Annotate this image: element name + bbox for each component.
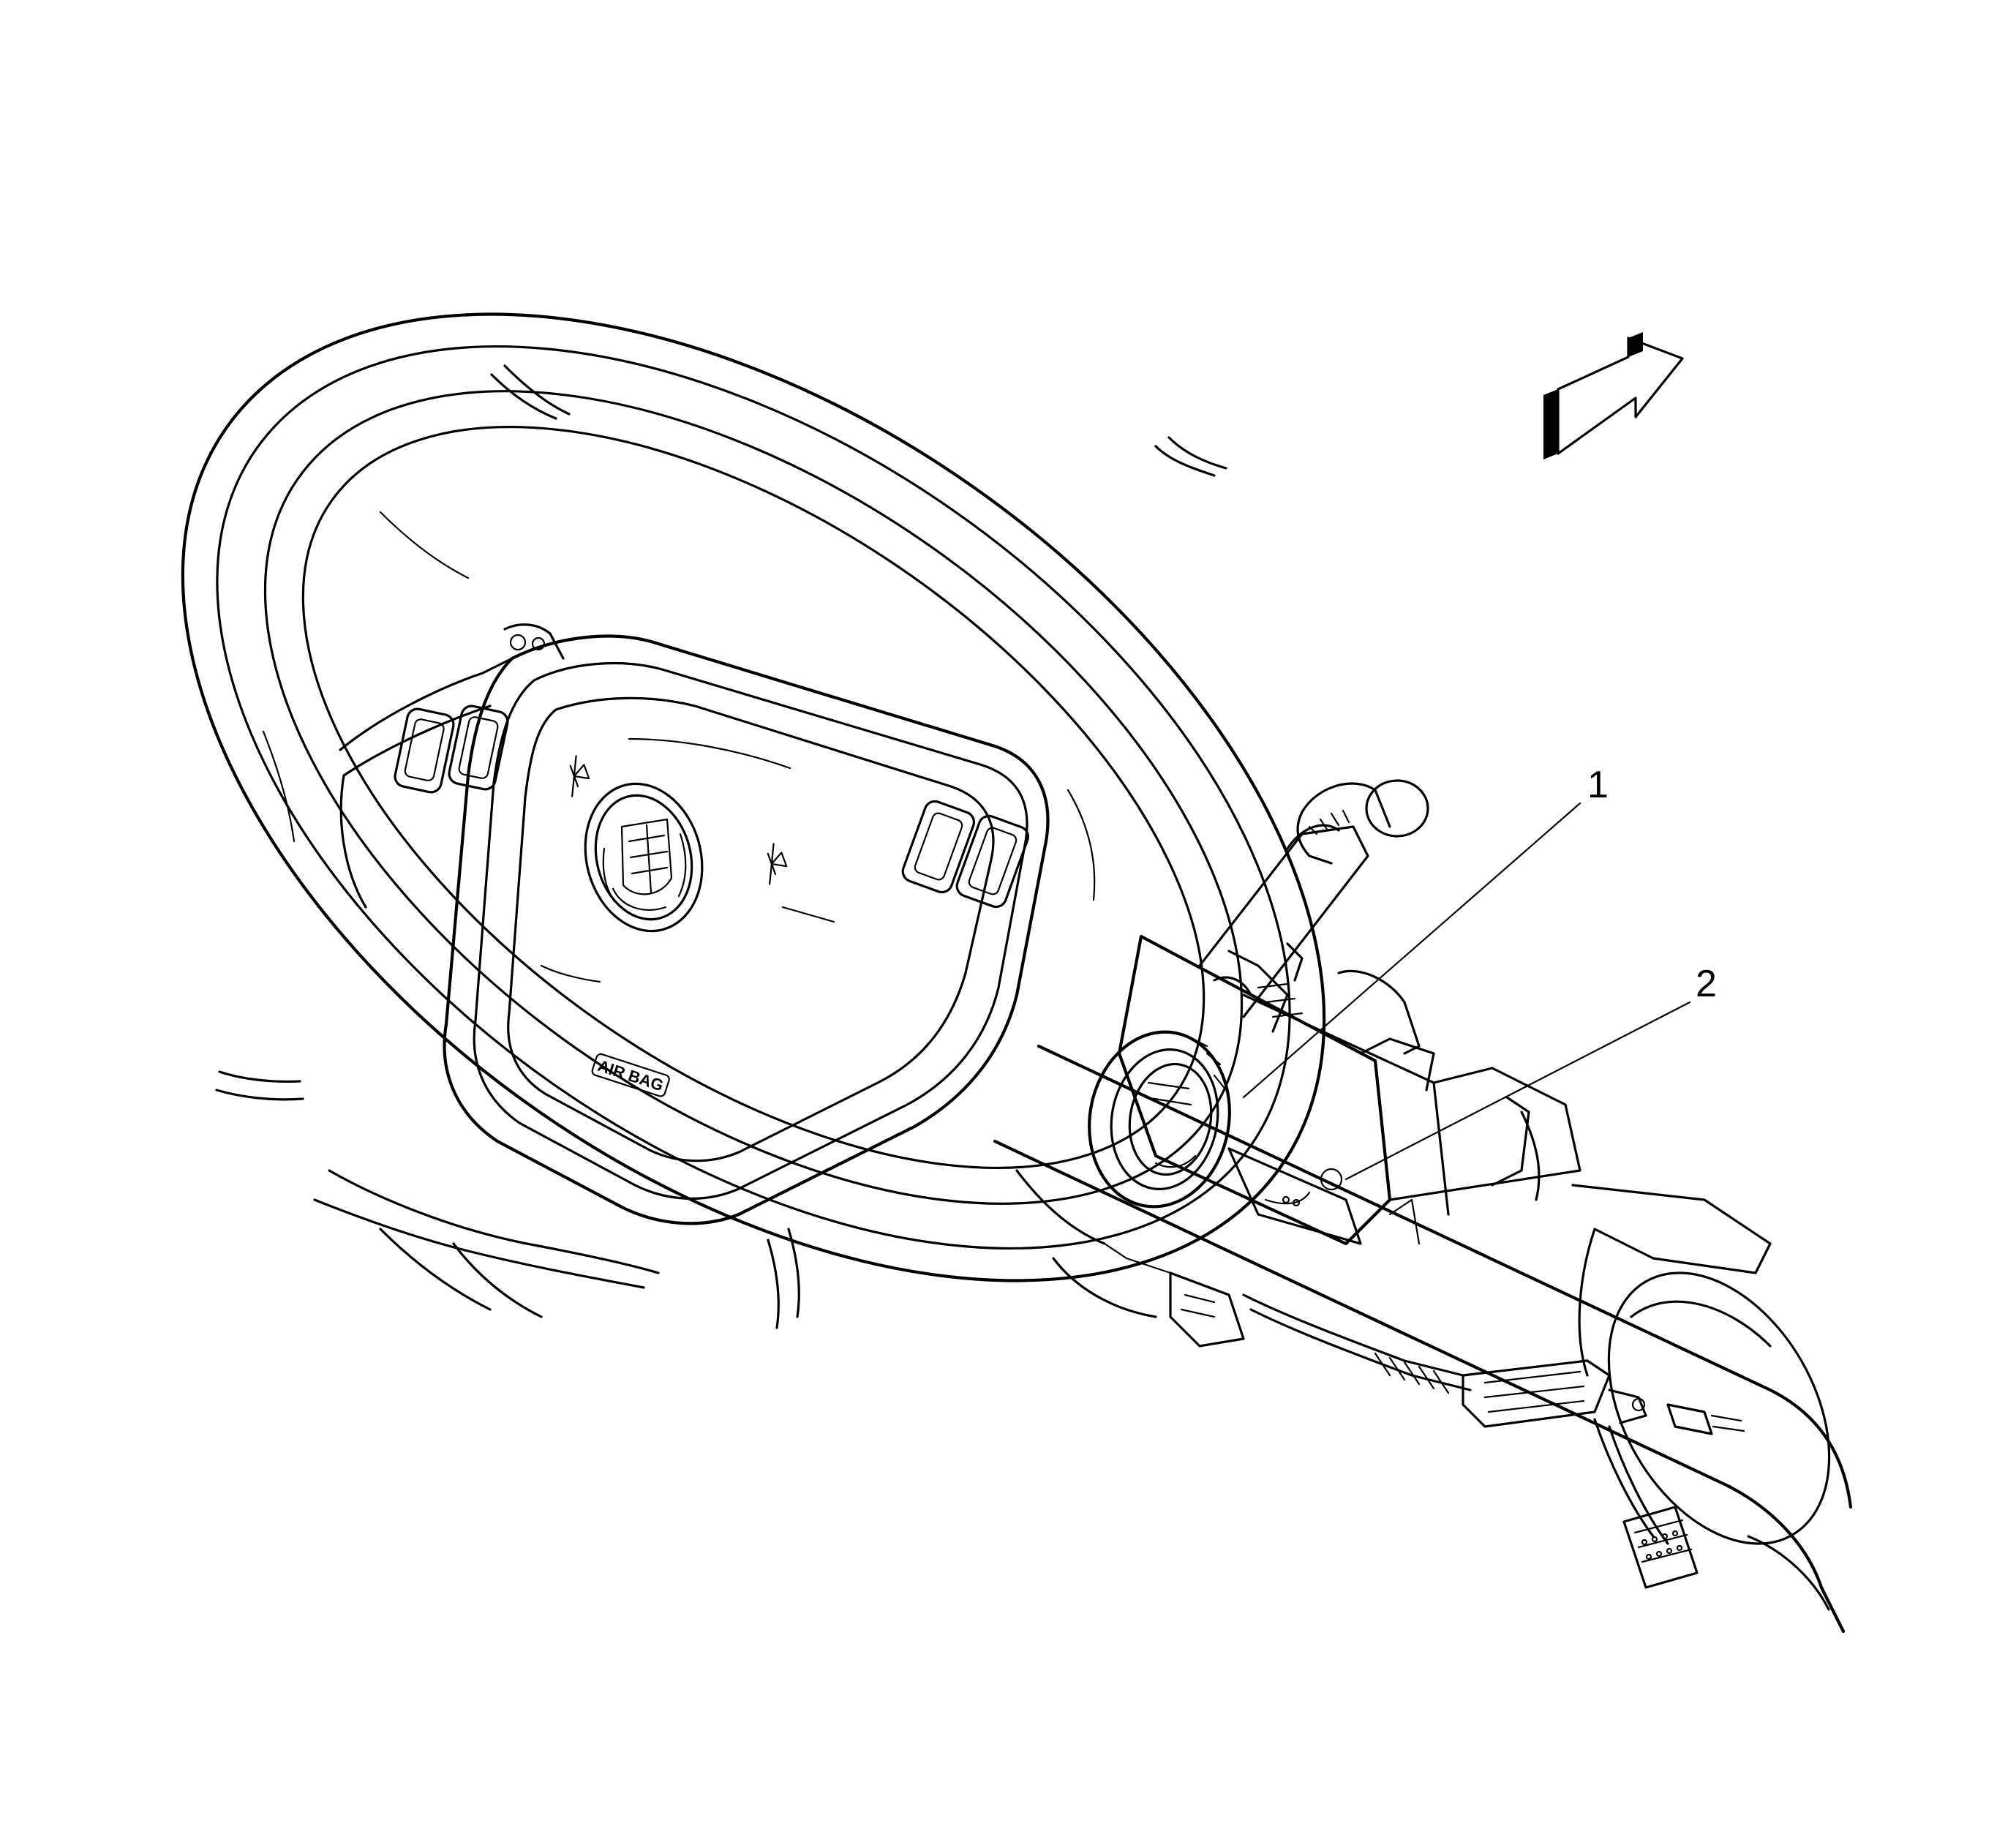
steering-wheel: [181, 312, 1326, 1329]
steering-wheel-hub: AIR BAG: [313, 623, 1050, 1318]
steering-column: [993, 779, 1853, 1634]
steering-angle-sensor: [1227, 1147, 1362, 1245]
callout-2-label: 2: [1696, 963, 1717, 1005]
cadillac-crest-icon: [584, 782, 704, 933]
callout-1: 1: [1242, 764, 1609, 1099]
callout-1-label: 1: [1587, 764, 1609, 806]
orientation-arrow-icon: [1543, 332, 1684, 459]
horn-icon: [767, 843, 788, 885]
airbag-badge-text: AIR BAG: [595, 1056, 666, 1094]
wiring-harness: [1242, 1293, 1745, 1589]
horn-icon: [569, 755, 590, 797]
left-switch-bank: [394, 623, 565, 794]
callout-2: 2: [1344, 963, 1717, 1181]
right-switch-bank: [901, 800, 1030, 909]
clock-spring: [1088, 1030, 1231, 1209]
